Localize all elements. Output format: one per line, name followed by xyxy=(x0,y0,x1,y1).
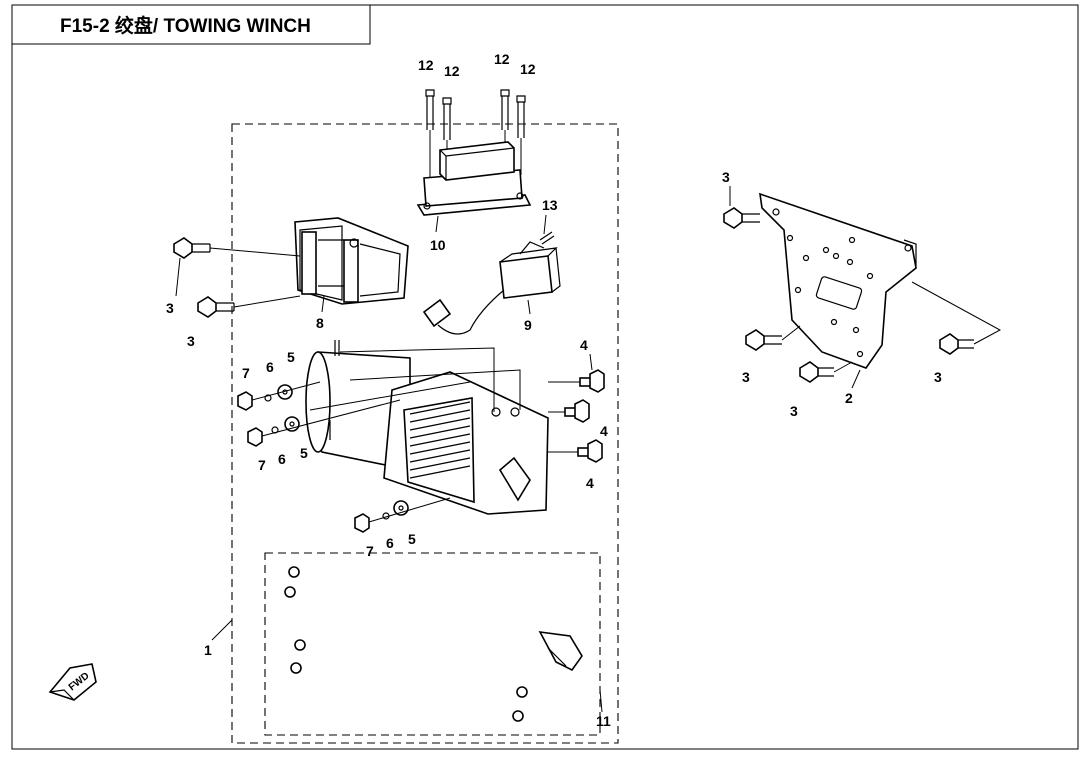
winch-motor-and-drum xyxy=(305,340,549,515)
callout-3: 3 xyxy=(790,403,798,419)
forward-arrow-icon: FWD xyxy=(48,663,97,701)
callout-6: 6 xyxy=(266,359,274,375)
roller-fairlead xyxy=(294,217,409,305)
nut-washer-set-lower xyxy=(354,497,451,533)
callout-1: 1 xyxy=(204,642,212,658)
callout-7: 7 xyxy=(258,457,266,473)
callout-6: 6 xyxy=(278,451,286,467)
screw-13 xyxy=(539,231,555,245)
nut-washer-set-upper xyxy=(237,381,321,411)
callout-8: 8 xyxy=(316,315,324,331)
callout-3: 3 xyxy=(166,300,174,316)
nut-washer-set-middle xyxy=(247,399,401,447)
fairlead-bolts xyxy=(173,237,301,318)
callout-3: 3 xyxy=(722,169,730,185)
callout-3: 3 xyxy=(934,369,942,385)
cable-kit-boundary xyxy=(264,552,601,736)
callout-12: 12 xyxy=(444,63,460,79)
callout-4: 4 xyxy=(600,423,608,439)
cable-kit xyxy=(284,566,583,722)
page-border xyxy=(11,4,1079,750)
callout-7: 7 xyxy=(242,365,250,381)
callout-12: 12 xyxy=(520,61,536,77)
winch-assembly-boundary xyxy=(231,123,619,744)
plate-bolts xyxy=(723,207,1002,383)
callout-9: 9 xyxy=(524,317,532,333)
mounting-plate xyxy=(759,192,917,369)
callout-5: 5 xyxy=(408,531,416,547)
callout-3: 3 xyxy=(187,333,195,349)
title-box xyxy=(12,5,371,45)
callout-5: 5 xyxy=(300,445,308,461)
callout-11: 11 xyxy=(596,713,611,729)
leader-lines xyxy=(309,347,521,412)
callout-10: 10 xyxy=(430,237,446,253)
diagram-title: F15-2 绞盘/ TOWING WINCH xyxy=(60,14,311,37)
contactor-box xyxy=(416,141,532,216)
mount-bolts-4 xyxy=(548,369,605,463)
callout-2: 2 xyxy=(845,390,853,406)
callout-4: 4 xyxy=(580,337,588,353)
callout-13: 13 xyxy=(542,197,558,213)
callout-12: 12 xyxy=(494,51,510,67)
callout-4: 4 xyxy=(586,475,594,491)
callout-6: 6 xyxy=(386,535,394,551)
callout-7: 7 xyxy=(366,543,374,559)
callout-3: 3 xyxy=(742,369,750,385)
callout-12: 12 xyxy=(418,57,434,73)
callout-5: 5 xyxy=(287,349,295,365)
winch-controller xyxy=(422,241,561,335)
